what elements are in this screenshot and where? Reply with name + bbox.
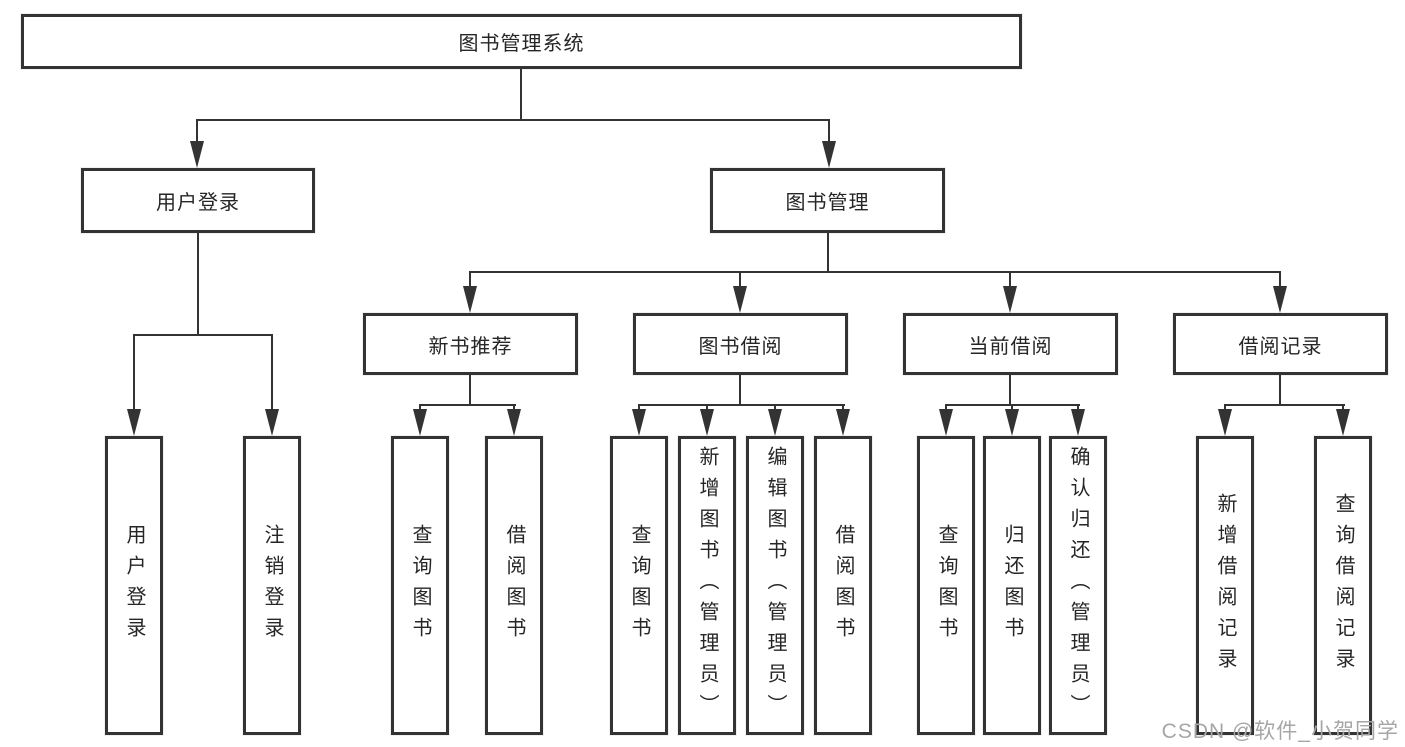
arrow-down-icon: [1071, 409, 1085, 436]
connector-group-stem: [469, 375, 471, 406]
arrow-down-icon: [1336, 409, 1350, 436]
connector-leaf-drop: [945, 404, 947, 412]
connector-leaf-drop: [133, 334, 135, 412]
leaf-add-books-admin: 新增图书（管理员）: [678, 436, 736, 735]
connector-leaf-drop: [513, 404, 515, 412]
node-user-login: 用户登录: [81, 168, 315, 233]
connector-leaf-drop: [1224, 404, 1226, 412]
leaf-confirm-return-admin: 确认归还（管理员）: [1049, 436, 1107, 735]
connector-level3-drop: [1279, 271, 1281, 289]
connector-leaf-bus: [419, 404, 516, 406]
arrow-down-icon: [1218, 409, 1232, 436]
node-current-borrowing: 当前借阅: [903, 313, 1118, 375]
connector-leaf-drop: [1077, 404, 1079, 412]
connector-leaf-drop: [271, 334, 273, 412]
leaf-borrow-books-recommend: 借阅图书: [485, 436, 543, 735]
leaf-edit-books-admin: 编辑图书（管理员）: [746, 436, 804, 735]
connector-user-login-bus: [133, 334, 273, 336]
connector-leaf-drop: [842, 404, 844, 412]
connector-leaf-drop: [638, 404, 640, 412]
arrow-down-icon: [265, 409, 279, 436]
connector-level3-drop: [469, 271, 471, 289]
leaf-user-login: 用户登录: [105, 436, 163, 735]
node-book-borrowing: 图书借阅: [633, 313, 848, 375]
arrow-down-icon: [1273, 286, 1287, 313]
connector-group-stem: [1279, 375, 1281, 406]
arrow-down-icon: [836, 409, 850, 436]
connector-book-mgmt-stem: [827, 233, 829, 273]
leaf-borrow-books-borrowing: 借阅图书: [814, 436, 872, 735]
connector-level2-bus: [196, 119, 830, 121]
connector-book-mgmt-drop: [828, 119, 830, 145]
arrow-down-icon: [127, 409, 141, 436]
arrow-down-icon: [822, 141, 836, 168]
connector-group-stem: [1009, 375, 1011, 406]
arrow-down-icon: [507, 409, 521, 436]
connector-leaf-drop: [706, 404, 708, 412]
leaf-query-borrow-record: 查询借阅记录: [1314, 436, 1372, 735]
arrow-down-icon: [700, 409, 714, 436]
arrow-down-icon: [768, 409, 782, 436]
leaf-return-books: 归还图书: [983, 436, 1041, 735]
connector-level3-drop: [1009, 271, 1011, 289]
node-root: 图书管理系统: [21, 14, 1022, 69]
node-book-management: 图书管理: [710, 168, 945, 233]
leaf-add-borrow-record: 新增借阅记录: [1196, 436, 1254, 735]
arrow-down-icon: [463, 286, 477, 313]
leaf-query-books-recommend: 查询图书: [391, 436, 449, 735]
connector-leaf-bus: [1224, 404, 1345, 406]
arrow-down-icon: [413, 409, 427, 436]
node-borrowing-records: 借阅记录: [1173, 313, 1388, 375]
leaf-logout: 注销登录: [243, 436, 301, 735]
connector-user-login-drop: [196, 119, 198, 145]
connector-leaf-bus: [638, 404, 845, 406]
arrow-down-icon: [733, 286, 747, 313]
arrow-down-icon: [190, 141, 204, 168]
connector-level3-bus: [469, 271, 1281, 273]
leaf-query-books-current: 查询图书: [917, 436, 975, 735]
arrow-down-icon: [1005, 409, 1019, 436]
connector-group-stem: [739, 375, 741, 406]
connector-level3-drop: [739, 271, 741, 289]
connector-user-login-stem: [197, 233, 199, 335]
connector-leaf-drop: [1011, 404, 1013, 412]
leaf-query-books-borrowing: 查询图书: [610, 436, 668, 735]
node-new-book-recommend: 新书推荐: [363, 313, 578, 375]
arrow-down-icon: [632, 409, 646, 436]
connector-root-stem: [520, 69, 522, 120]
arrow-down-icon: [1003, 286, 1017, 313]
connector-leaf-drop: [774, 404, 776, 412]
connector-leaf-drop: [1342, 404, 1344, 412]
watermark: CSDN @软件_小贺同学: [1161, 720, 1399, 743]
arrow-down-icon: [939, 409, 953, 436]
connector-leaf-drop: [419, 404, 421, 412]
